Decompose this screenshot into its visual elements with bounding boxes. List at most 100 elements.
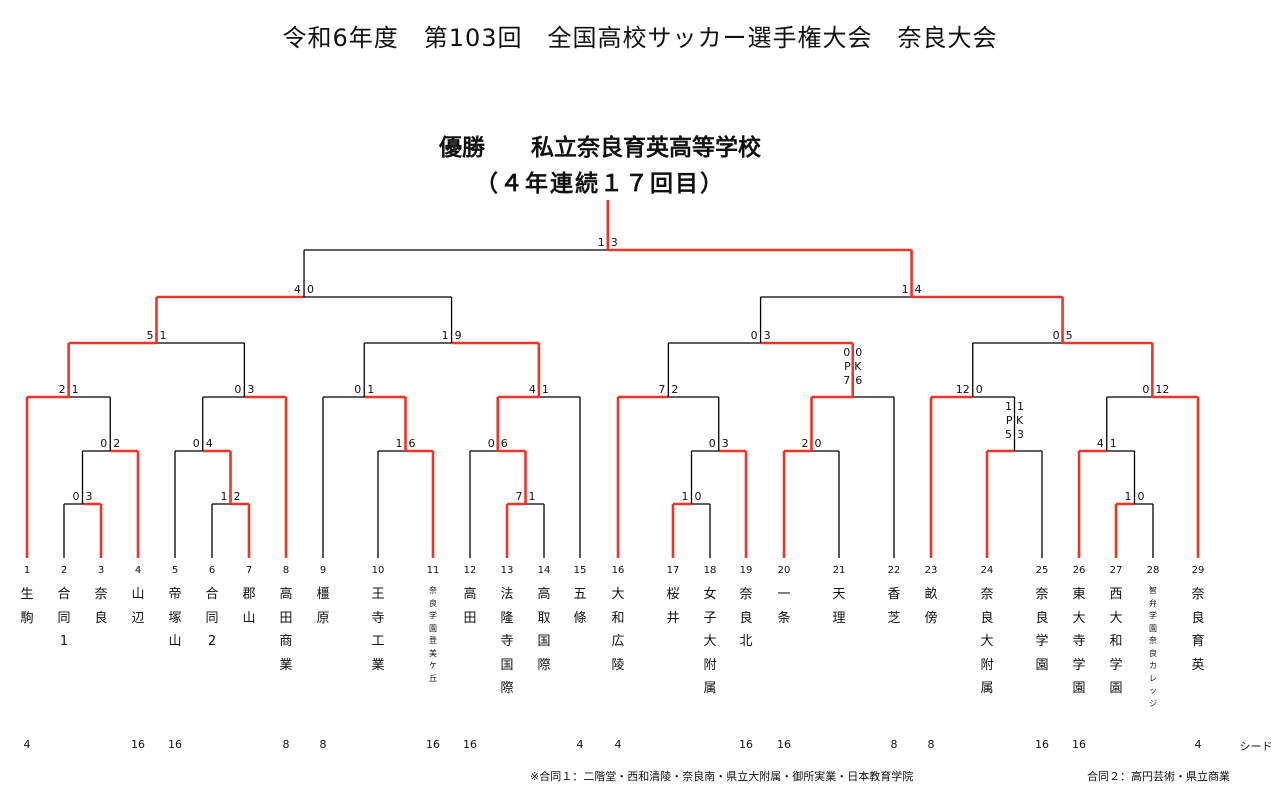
team-number: 15 [573,565,587,576]
page-title: 令和6年度 第103回 全国高校サッカー選手権大会 奈良大会 [282,24,998,52]
score-label: 0 [354,383,361,396]
team-name: 高田 [463,587,477,626]
team-name: 女子大附属 [703,587,717,696]
score-label: 4 [529,383,536,396]
team-name: 香芝 [887,587,901,626]
team-name: 西大和学園 [1109,587,1123,696]
seed-value: 16 [777,738,791,751]
pk-score-label: 7 [843,374,850,387]
champion-streak: （４年連続１７回目） [475,171,725,197]
team-number: 5 [171,565,179,576]
score-label: 1 [682,490,689,503]
team-number: 26 [1072,565,1086,576]
team-number: 21 [832,565,846,576]
champion-label: 優勝 私立奈良育英高等学校 [439,135,761,161]
score-label: 6 [501,437,508,450]
team-name: 智弁学園奈良カレッジ [1149,586,1157,708]
team-number: 9 [319,565,327,576]
seed-value: 16 [1035,738,1049,751]
team-name: 天理 [832,587,846,626]
team-name: 生駒 [20,587,34,626]
score-label: 2 [234,490,241,503]
score-label: 0 [193,437,200,450]
team-name: 高取国際 [537,587,551,673]
score-label: 2 [113,437,120,450]
score-label: 2 [671,383,678,396]
seed-value: 8 [890,738,898,751]
score-label: 1 [72,383,79,396]
team-name: 奈良北 [739,587,753,649]
score-label: 1 [442,329,449,342]
team-name: 郡山 [242,587,256,626]
team-number: 3 [97,565,105,576]
score-label: 0 [100,437,107,450]
score-label: 0 [1138,490,1145,503]
seed-value: 16 [426,738,440,751]
seed-value: 8 [319,738,327,751]
team-name: 高田商業 [279,587,293,673]
seed-value: 8 [927,738,935,751]
score-label: 0 [855,346,862,359]
score-label: 6 [409,437,416,450]
team-name: 奈良学園 [1035,587,1049,673]
score-label: 0 [751,329,758,342]
seed-value: 16 [1072,738,1086,751]
team-number: 4 [134,565,142,576]
score-label: 1 [160,329,167,342]
score-label: 0 [307,283,314,296]
pk-score-label: 3 [1017,428,1024,441]
score-label: 3 [722,437,729,450]
score-label: 1 [902,283,909,296]
score-label: 12 [956,383,970,396]
score-label: 0 [976,383,983,396]
seed-value: 16 [463,738,477,751]
team-name: 法隆寺国際 [500,587,514,696]
seed-value: 4 [23,738,31,751]
team-number: 10 [371,565,385,576]
score-label: 4 [1097,437,1104,450]
team-number: 28 [1146,565,1160,576]
score-label: 1 [396,437,403,450]
score-label: 2 [802,437,809,450]
team-number: 23 [924,565,938,576]
team-number: 25 [1035,565,1049,576]
score-label: 3 [86,490,93,503]
team-name: 奈良育英 [1191,587,1205,673]
team-name: 奈良学園登美ケ丘 [429,586,437,683]
seed-value: 4 [614,738,622,751]
score-label: 2 [59,383,66,396]
team-name: 桜井 [666,587,680,626]
team-name: 橿原 [316,587,330,626]
team-number: 18 [703,565,717,576]
team-number: 16 [611,565,625,576]
score-label: 1 [542,383,549,396]
team-name: 王寺工業 [371,587,385,673]
score-label: 12 [1155,383,1169,396]
score-label: 4 [206,437,213,450]
team-name: 五條 [573,587,587,626]
seed-value: 16 [131,738,145,751]
score-label: 1 [1110,437,1117,450]
team-number: 2 [60,565,68,576]
team-number: 6 [208,565,216,576]
score-label: 3 [764,329,771,342]
score-label: 1 [598,236,605,249]
team-number: 1 [23,565,31,576]
footnote-joint-team-1: ※合同１：二階堂・西和清陵・奈良南・県立大附属・御所実業・日本教育学院 [530,770,914,783]
team-name: 山辺 [131,587,145,626]
score-label: 0 [488,437,495,450]
seed-value: 16 [739,738,753,751]
score-label: 9 [455,329,462,342]
team-number: 11 [426,565,440,576]
score-label: 5 [147,329,154,342]
score-label: 0 [234,383,241,396]
team-number: 12 [463,565,477,576]
team-number: 7 [245,565,253,576]
pk-score-label: 5 [1005,428,1012,441]
team-name: 一条 [777,587,791,626]
seed-value: 4 [1194,738,1202,751]
score-label: 3 [247,383,254,396]
score-label: 1 [529,490,536,503]
team-number: 17 [666,565,680,576]
